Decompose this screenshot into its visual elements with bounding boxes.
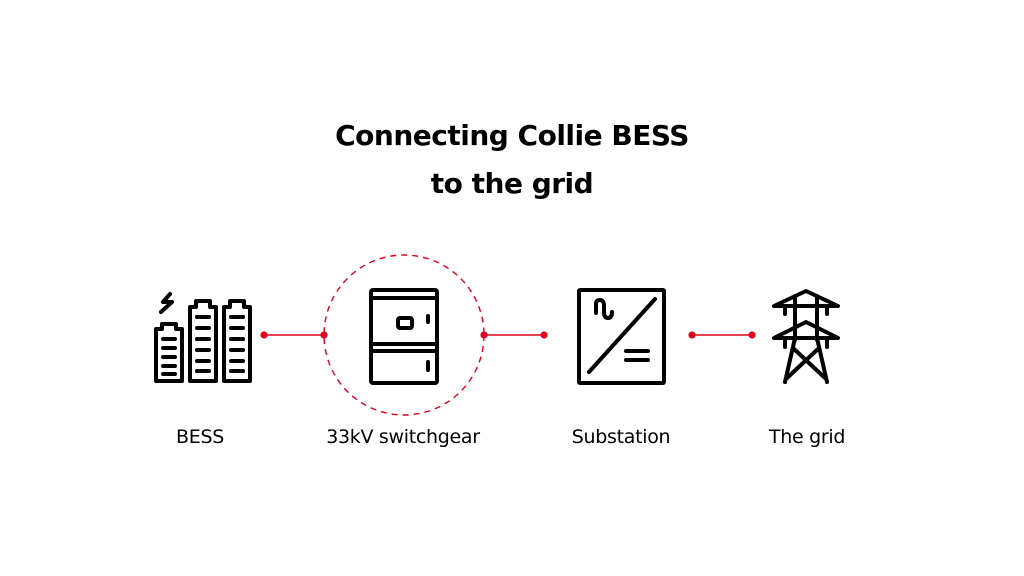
transmission-tower-icon (772, 289, 840, 384)
connector-bess-switchgear (260, 331, 328, 339)
battery-stack-icon (154, 292, 252, 383)
node-label-switchgear: 33kV switchgear (326, 426, 480, 448)
connector-switchgear-substation (480, 331, 548, 339)
ac-dc-converter-icon (577, 288, 666, 385)
diagram-title: Connecting Collie BESS to the grid (0, 112, 1024, 208)
node-label-substation: Substation (571, 426, 671, 448)
title-line-2: to the grid (430, 167, 594, 200)
node-label-bess: BESS (176, 426, 224, 448)
highlight-dashed-circle (323, 254, 485, 416)
title-line-1: Connecting Collie BESS (335, 119, 689, 152)
node-label-grid: The grid (768, 426, 846, 448)
switchgear-cabinet-icon (369, 288, 439, 385)
connector-substation-grid (688, 331, 756, 339)
